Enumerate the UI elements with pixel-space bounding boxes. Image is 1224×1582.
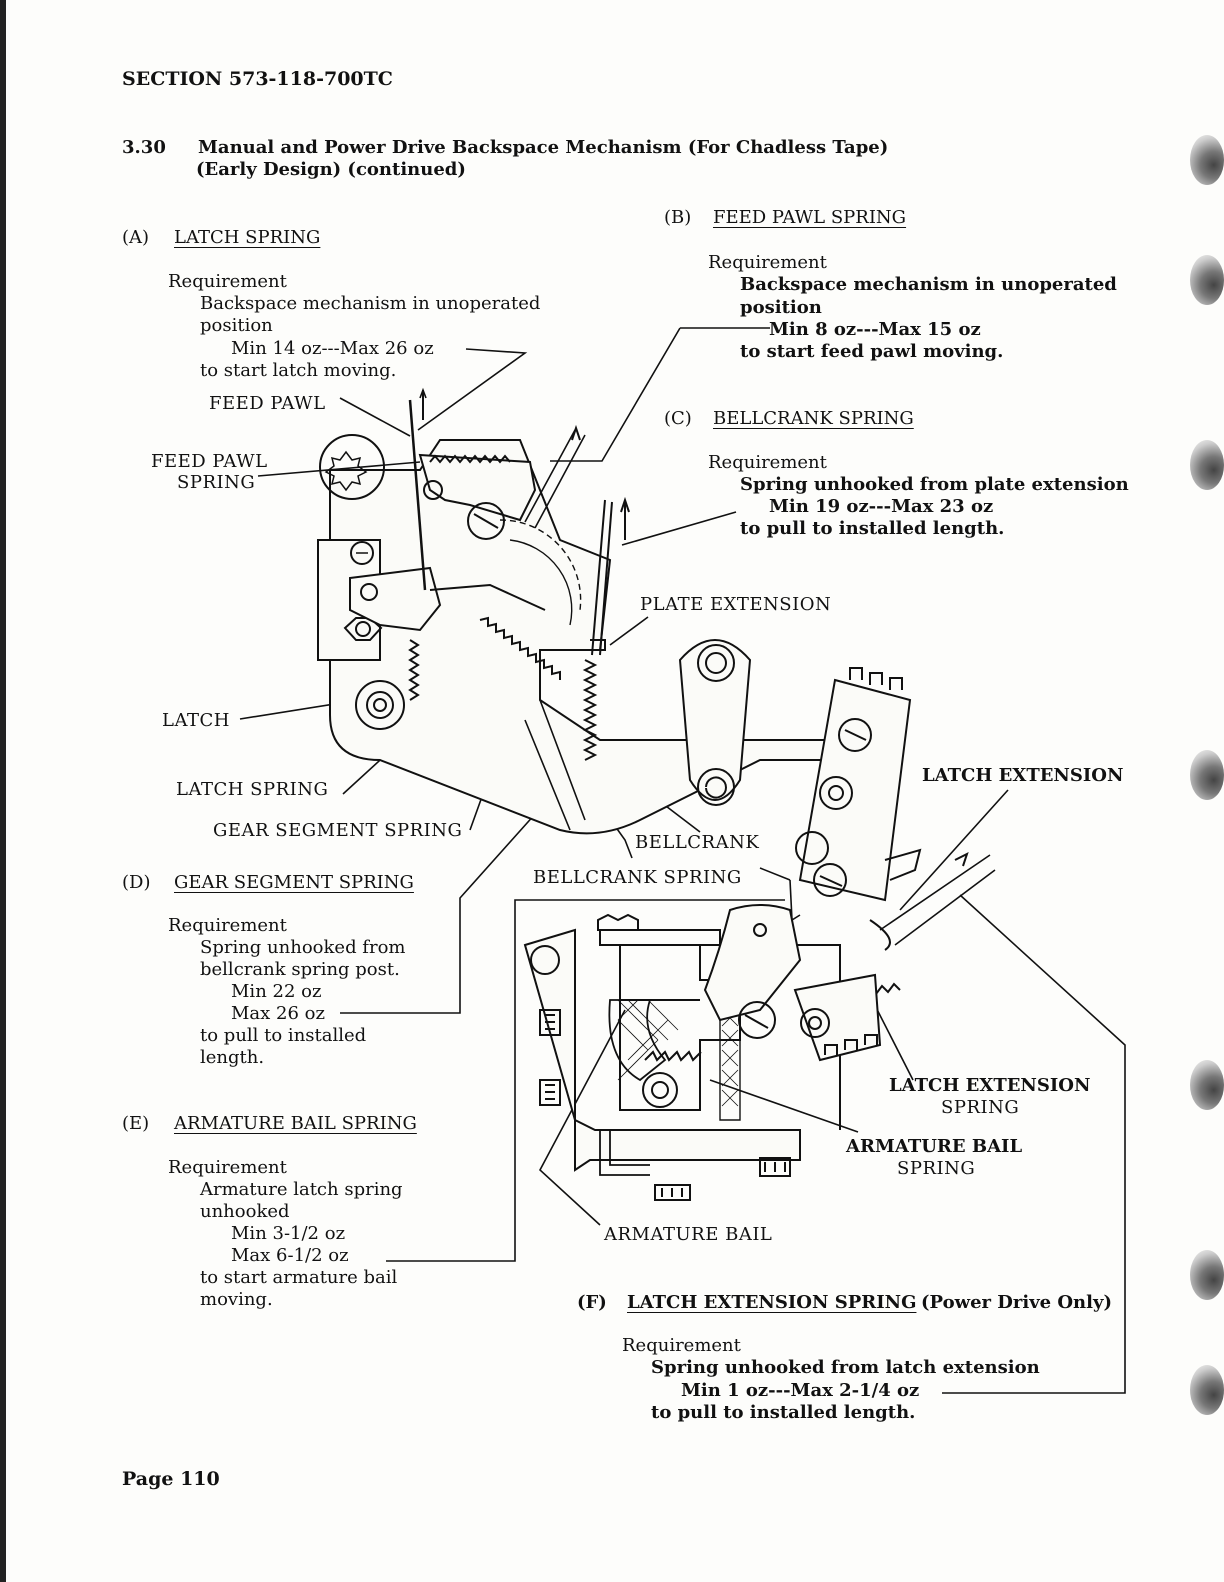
upper-frame-plate <box>317 387 881 835</box>
section-f-suffix: (Power Drive Only) <box>921 1292 1112 1313</box>
section-f-title: LATCH EXTENSION SPRING <box>627 1292 917 1313</box>
requirement-value: Min 3-1/2 oz <box>231 1223 346 1244</box>
requirement-value: Min 14 oz---Max 26 oz <box>231 338 434 359</box>
section-d-title: GEAR SEGMENT SPRING <box>174 872 414 893</box>
punch-hole <box>1190 255 1224 305</box>
callout-feed-pawl-spring: FEED PAWL <box>151 451 268 472</box>
requirement-text: to start armature bail <box>200 1267 398 1288</box>
requirement-value: Max 6-1/2 oz <box>231 1245 349 1266</box>
section-d-letter: (D) <box>122 872 151 893</box>
requirement-text: Spring unhooked from <box>200 937 406 958</box>
requirement-value: Max 26 oz <box>231 1003 325 1024</box>
requirement-text: to start latch moving. <box>200 360 397 381</box>
binder-edge <box>0 0 6 1582</box>
section-header: SECTION 573-118-700TC <box>122 68 393 90</box>
requirement-text: to pull to installed <box>200 1025 367 1046</box>
callout-armature-bail-spring-2: SPRING <box>897 1158 976 1179</box>
callout-latch-spring: LATCH SPRING <box>176 779 329 800</box>
requirement-text: Backspace mechanism in unoperated <box>740 274 1117 295</box>
requirement-text: position <box>200 315 273 336</box>
paragraph-title: Manual and Power Drive Backspace Mechani… <box>198 137 889 158</box>
requirement-value: Min 1 oz---Max 2-1/4 oz <box>681 1380 920 1401</box>
gear-segment-spring <box>479 616 561 680</box>
requirement-text: Armature latch spring <box>200 1179 403 1200</box>
requirement-text: Spring unhooked from plate extension <box>740 474 1129 495</box>
requirement-label: Requirement <box>168 1157 287 1178</box>
section-b-title: FEED PAWL SPRING <box>713 207 907 228</box>
requirement-text: Backspace mechanism in unoperated <box>200 293 541 314</box>
requirement-text: position <box>740 297 822 318</box>
paragraph-number: 3.30 <box>122 137 166 158</box>
callout-armature-bail: ARMATURE BAIL <box>604 1224 773 1245</box>
bellcrank-spring <box>582 659 598 761</box>
requirement-value: Min 8 oz---Max 15 oz <box>769 319 981 340</box>
requirement-text: Spring unhooked from latch extension <box>651 1357 1040 1378</box>
section-a-title: LATCH SPRING <box>174 227 321 248</box>
callout-armature-bail-spring: ARMATURE BAIL <box>846 1136 1023 1157</box>
leader-lines <box>239 327 1126 1394</box>
callout-latch: LATCH <box>162 710 230 731</box>
section-b-letter: (B) <box>664 207 692 228</box>
punch-hole <box>1190 135 1224 185</box>
section-c-title: BELLCRANK SPRING <box>713 408 914 429</box>
latch-spring <box>408 639 420 701</box>
feed-pawl-spring <box>429 454 511 464</box>
punch-hole <box>1190 750 1224 800</box>
requirement-text: to start feed pawl moving. <box>740 341 1004 362</box>
callout-feed-pawl-spring-2: SPRING <box>177 472 256 493</box>
requirement-text: moving. <box>200 1289 273 1310</box>
punch-hole <box>1190 440 1224 490</box>
page-number: Page 110 <box>122 1468 220 1490</box>
requirement-text: length. <box>200 1047 265 1068</box>
requirement-label: Requirement <box>168 271 287 292</box>
punch-hole <box>1190 1365 1224 1415</box>
section-f-letter: (F) <box>577 1292 607 1313</box>
callout-bellcrank-spring: BELLCRANK SPRING <box>533 867 742 888</box>
section-a-letter: (A) <box>122 227 150 248</box>
section-c-letter: (C) <box>664 408 692 429</box>
latch-extension-arm <box>795 667 996 951</box>
requirement-text: to pull to installed length. <box>740 518 1005 539</box>
requirement-text: bellcrank spring post. <box>200 959 400 980</box>
callout-latch-extension-spring-2: SPRING <box>941 1097 1020 1118</box>
callout-bellcrank: BELLCRANK <box>635 832 760 853</box>
requirement-text: unhooked <box>200 1201 290 1222</box>
requirement-value: Min 22 oz <box>231 981 322 1002</box>
section-e-title: ARMATURE BAIL SPRING <box>174 1113 417 1134</box>
requirement-text: to pull to installed length. <box>651 1402 916 1423</box>
punch-hole <box>1190 1060 1224 1110</box>
requirement-label: Requirement <box>708 452 827 473</box>
paragraph-title-2: (Early Design) (continued) <box>196 159 466 180</box>
callout-feed-pawl: FEED PAWL <box>209 393 326 414</box>
lower-assembly <box>523 879 901 1201</box>
callout-latch-extension: LATCH EXTENSION <box>922 765 1124 786</box>
requirement-label: Requirement <box>622 1335 741 1356</box>
requirement-label: Requirement <box>708 252 827 273</box>
requirement-value: Min 19 oz---Max 23 oz <box>769 496 994 517</box>
callout-plate-extension: PLATE EXTENSION <box>640 594 832 615</box>
callout-gear-segment-spring: GEAR SEGMENT SPRING <box>213 820 463 841</box>
punch-hole <box>1190 1250 1224 1300</box>
requirement-label: Requirement <box>168 915 287 936</box>
callout-latch-extension-spring: LATCH EXTENSION <box>889 1075 1091 1096</box>
section-e-letter: (E) <box>122 1113 150 1134</box>
